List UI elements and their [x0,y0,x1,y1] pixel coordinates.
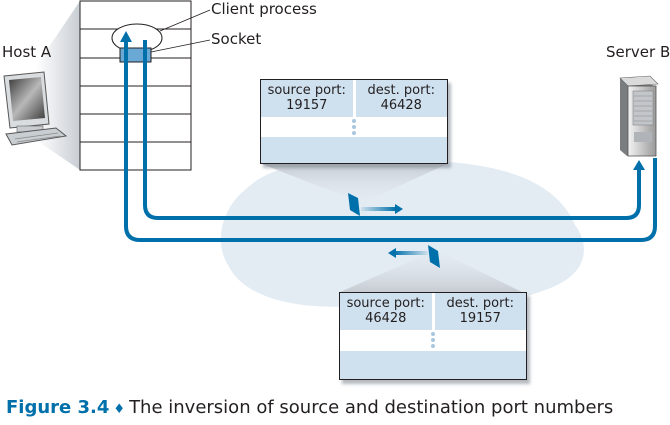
socket-label: Socket [211,30,262,48]
diamond-separator-icon: ♦ [113,402,126,417]
source-port-label: source port: [267,83,346,98]
path-server-b-to-host-a [124,40,657,242]
socket-leader [150,39,211,53]
dest-port-value: 46428 [380,98,422,113]
figure-caption: Figure 3.4♦The inversion of source and d… [6,397,613,418]
figure-number: Figure 3.4 [6,397,110,418]
network-cloud [220,160,584,309]
server-b-icon [619,75,659,157]
ellipsis-dots [431,332,435,350]
source-port-field: source port: 19157 [261,80,356,117]
segment-b-in-flight [388,245,440,268]
segment-a-in-flight [348,193,403,216]
path-host-a-to-server-b [143,40,641,220]
dest-port-label: dest. port: [367,83,435,98]
segment-b-beam [340,250,522,292]
arrowhead-at-host-a [120,31,132,42]
segment-header-a-to-b: source port: 19157 dest. port: 46428 [260,79,448,164]
segment-header-b-to-a: source port: 46428 dest. port: 19157 [339,292,527,380]
source-port-field: source port: 46428 [340,293,435,330]
source-port-label: source port: [346,296,425,311]
segment-body [340,330,526,351]
client-process-label: Client process [211,0,317,18]
client-process-leader [159,9,211,32]
arrowhead-at-server-b [633,160,645,170]
dest-port-field: dest. port: 46428 [356,80,448,117]
caption-text: The inversion of source and destination … [129,397,614,418]
host-a-computer-icon [3,71,68,146]
segment-body [261,117,447,137]
dest-port-value: 19157 [459,311,501,326]
server-b-label: Server B [606,43,670,61]
host-a-label: Host A [2,43,52,61]
dest-port-label: dest. port: [446,296,514,311]
dest-port-field: dest. port: 19157 [435,293,527,330]
source-port-value: 46428 [365,311,407,326]
source-port-value: 19157 [286,98,328,113]
segment-a-beam [262,164,447,203]
host-zoom-beam [36,1,80,170]
ellipsis-dots [352,119,356,137]
